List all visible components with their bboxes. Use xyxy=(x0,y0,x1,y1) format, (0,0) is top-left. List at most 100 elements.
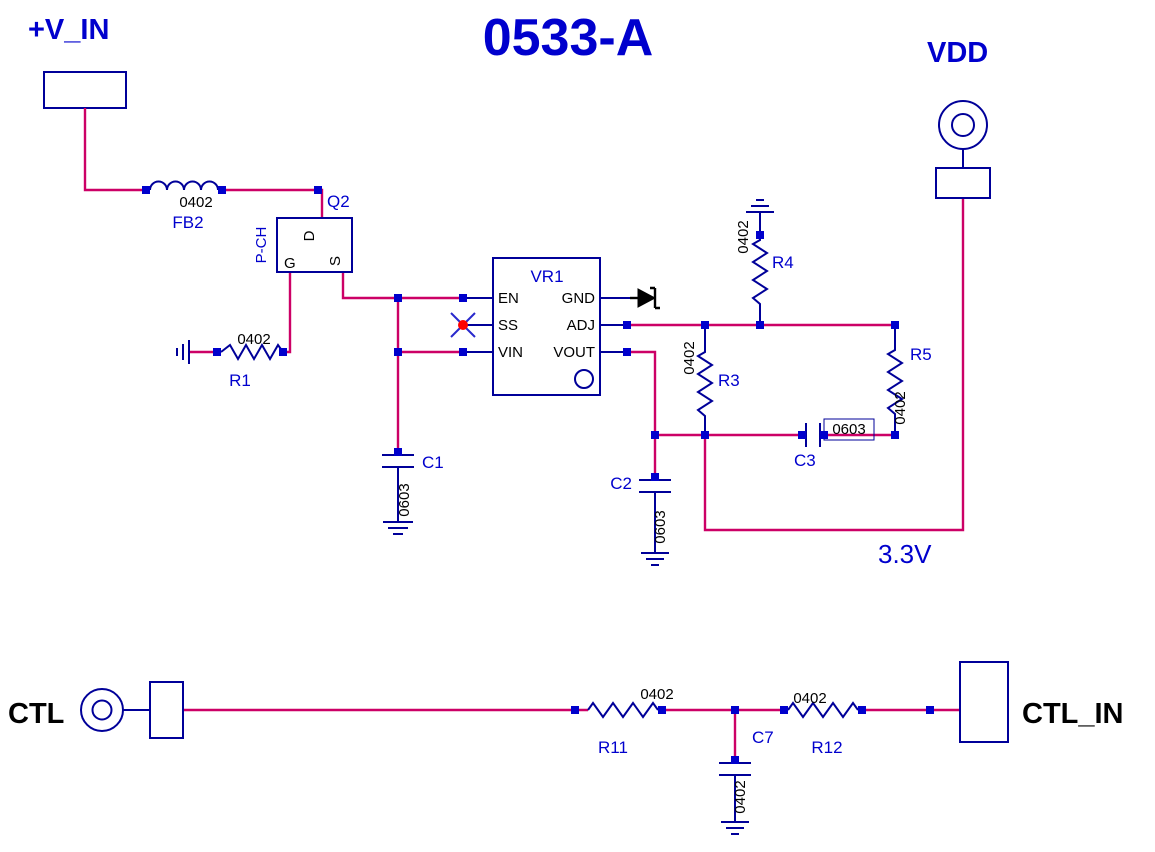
vr1-pin-ss: SS xyxy=(498,317,518,334)
wire-en-to-vin xyxy=(396,298,463,354)
gnd-pin-diode xyxy=(630,286,660,310)
q2-ref: Q2 xyxy=(327,192,350,211)
junction-dot xyxy=(891,431,899,439)
junction-dot xyxy=(218,186,226,194)
junction-dot xyxy=(279,348,287,356)
r1-symbol xyxy=(220,342,284,362)
ground-symbol-c1 xyxy=(383,521,413,535)
c7-value: 0402 xyxy=(732,780,749,813)
junction-dot xyxy=(891,321,899,329)
q2-body xyxy=(276,217,353,273)
ferrite-bead-fb2: 0402 FB2 xyxy=(149,180,219,232)
ctl-inner-circle xyxy=(91,699,113,721)
r4-value: 0402 xyxy=(735,220,752,253)
junction-dot xyxy=(651,431,659,439)
ground-symbol-c2 xyxy=(641,552,669,566)
ctl-port-symbol xyxy=(149,681,184,739)
vr1-body xyxy=(492,257,601,396)
q2-type: P-CH xyxy=(253,227,270,264)
port-vdd: VDD xyxy=(927,37,991,199)
q2-pin-s: S xyxy=(327,256,344,266)
junction-dot xyxy=(701,431,709,439)
junction-dot xyxy=(459,348,467,356)
r1-ref: R1 xyxy=(229,371,251,390)
c3-plates xyxy=(805,423,821,447)
junction-dot xyxy=(798,431,806,439)
c3-value: 0603 xyxy=(832,421,865,438)
junction-dot xyxy=(394,448,402,456)
capacitor-c2: C2 0603 xyxy=(610,474,671,566)
junction-dot xyxy=(213,348,221,356)
junction-dot xyxy=(858,706,866,714)
ground-symbol-r1 xyxy=(176,340,190,364)
resistor-r11: 0402 R11 xyxy=(587,686,674,757)
capacitor-c1: C1 0603 xyxy=(382,453,444,535)
fb2-value: 0402 xyxy=(179,194,212,211)
junction-dot xyxy=(756,321,764,329)
resistor-r4: 0402 R4 xyxy=(735,199,794,325)
resistor-r1: 0402 R1 xyxy=(176,331,284,390)
junction-dots xyxy=(142,186,934,764)
c1-plates xyxy=(382,454,414,468)
junction-dot xyxy=(459,294,467,302)
wire-fb2-to-q2-drain xyxy=(218,188,324,218)
junction-dot xyxy=(780,706,788,714)
junction-dot xyxy=(756,231,764,239)
schematic-title: 0533-A xyxy=(483,9,654,67)
r4-symbol xyxy=(751,212,769,325)
capacitor-c3: 0603 C3 xyxy=(794,418,875,470)
ctl-port-label: CTL xyxy=(8,698,64,730)
c7-ref: C7 xyxy=(752,728,774,747)
ctl-in-port-symbol xyxy=(959,661,1009,743)
c3-ref: C3 xyxy=(794,451,816,470)
ground-symbol-r4 xyxy=(746,199,774,213)
inductor-symbol xyxy=(149,180,219,191)
r11-symbol xyxy=(587,701,659,719)
junction-dot xyxy=(651,473,659,481)
vdd-port-symbol xyxy=(935,167,991,199)
wire-vin-to-fb2 xyxy=(83,108,150,192)
r11-ref: R11 xyxy=(598,738,628,757)
r5-ref: R5 xyxy=(910,345,932,364)
wire-q2-gate-to-r1 xyxy=(283,272,292,354)
r5-value: 0402 xyxy=(892,391,909,424)
r3-symbol xyxy=(696,325,714,435)
vdd-inner-circle xyxy=(951,113,975,137)
no-connect-dot xyxy=(458,320,468,330)
v-in-port-symbol xyxy=(43,71,127,109)
r3-ref: R3 xyxy=(718,371,740,390)
mosfet-q2: Q2 P-CH D G S xyxy=(253,192,353,273)
vr1-pin-vout: VOUT xyxy=(553,344,595,361)
q2-pin-d: D xyxy=(301,230,318,241)
c2-ref: C2 xyxy=(610,474,632,493)
c3-value-box xyxy=(823,418,875,441)
r12-ref: R12 xyxy=(811,738,842,757)
resistor-r5: R5 0402 xyxy=(886,325,932,435)
no-connect-marker-ss xyxy=(450,312,476,338)
wire-output-to-vdd xyxy=(703,197,965,532)
junction-dot xyxy=(623,321,631,329)
r3-value: 0402 xyxy=(681,341,698,374)
fb2-ref: FB2 xyxy=(172,213,203,232)
wire-vout-to-c2 xyxy=(630,350,657,480)
r12-value: 0402 xyxy=(793,690,826,707)
port-ctl-in: CTL_IN xyxy=(959,661,1124,743)
r12-symbol xyxy=(787,701,859,719)
regulator-vr1: VR1 EN SS VIN GND ADJ VOUT xyxy=(463,257,630,396)
resistor-r3: 0402 R3 xyxy=(681,325,740,435)
r4-ref: R4 xyxy=(772,253,794,272)
junction-dot xyxy=(394,294,402,302)
c1-value: 0603 xyxy=(396,483,413,516)
junction-dot xyxy=(701,321,709,329)
vr1-pin-vin: VIN xyxy=(498,344,523,361)
ctl-outer-circle xyxy=(80,688,124,732)
r1-value: 0402 xyxy=(237,331,270,348)
v-in-port-label: +V_IN xyxy=(28,14,109,46)
junction-dot xyxy=(314,186,322,194)
vr1-pin-stubs xyxy=(463,297,630,353)
diode-cathode-bar xyxy=(650,286,660,310)
ground-symbol-c7 xyxy=(721,821,749,835)
c2-value: 0603 xyxy=(652,510,669,543)
